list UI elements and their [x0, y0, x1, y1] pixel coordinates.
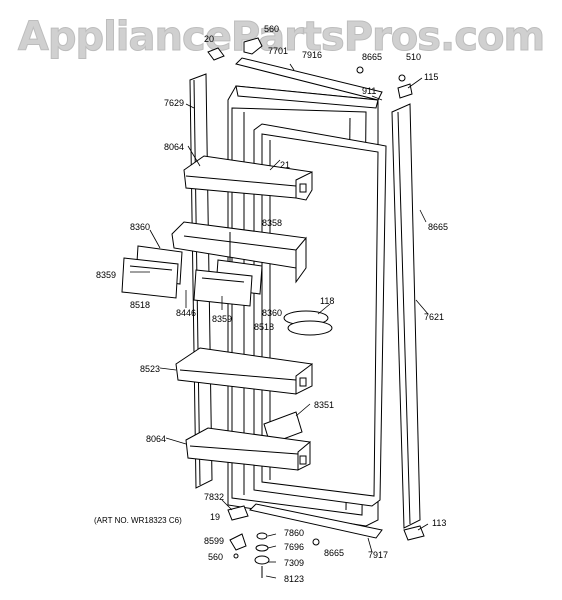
label-115: 115: [424, 72, 439, 82]
label-8518-mid: 8518: [254, 322, 275, 332]
label-7701: 7701: [268, 46, 289, 56]
label-8523: 8523: [140, 364, 161, 374]
label-7916: 7916: [302, 50, 323, 60]
label-8518-left: 8518: [130, 300, 151, 310]
lower-door-bin: [185, 427, 311, 471]
label-7917: 7917: [368, 550, 389, 560]
pad-parts: [283, 310, 333, 336]
dairy-door-right: [193, 259, 263, 307]
label-911: 911: [362, 86, 377, 96]
right-door-strip: [391, 103, 421, 529]
label-118: 118: [320, 296, 335, 306]
watermark: AppliancePartsPros.com: [17, 14, 545, 61]
art-number: (ART NO. WR18323 C6): [94, 516, 182, 525]
label-8360-left: 8360: [130, 222, 151, 232]
label-8665-bottom: 8665: [324, 548, 345, 558]
leader-lines: [130, 63, 429, 579]
label-8064-bottom: 8064: [146, 434, 167, 444]
label-560-bottom: 560: [208, 552, 224, 562]
dairy-door-left: [121, 245, 183, 299]
label-8351: 8351: [314, 400, 335, 410]
label-7621: 7621: [424, 312, 445, 322]
label-7309: 7309: [284, 558, 305, 568]
label-19: 19: [210, 512, 221, 522]
upper-door-bin: [183, 155, 313, 201]
label-8359-left: 8359: [96, 270, 117, 280]
label-8123: 8123: [284, 574, 305, 584]
label-560-top: 560: [264, 24, 280, 34]
label-21: 21: [280, 160, 291, 170]
top-hinge-parts: [207, 37, 413, 99]
label-20: 20: [204, 34, 215, 44]
label-7629: 7629: [164, 98, 185, 108]
label-8599: 8599: [204, 536, 225, 546]
label-8064-top: 8064: [164, 142, 185, 152]
middle-door-bin: [175, 347, 313, 395]
label-7832: 7832: [204, 492, 225, 502]
bottom-hinge-parts: [227, 505, 425, 578]
label-8360-mid: 8360: [262, 308, 283, 318]
label-8665-right: 8665: [428, 222, 449, 232]
top-strip: [235, 57, 383, 101]
label-7860: 7860: [284, 528, 305, 538]
label-113: 113: [432, 518, 447, 528]
dairy-compartment: [171, 221, 307, 284]
bottom-strip: [249, 503, 383, 539]
label-510: 510: [406, 52, 422, 62]
label-8665-top: 8665: [362, 52, 383, 62]
label-8358: 8358: [262, 218, 283, 228]
label-8446: 8446: [176, 308, 197, 318]
label-7696: 7696: [284, 542, 305, 552]
label-8359-mid: 8359: [212, 314, 233, 324]
